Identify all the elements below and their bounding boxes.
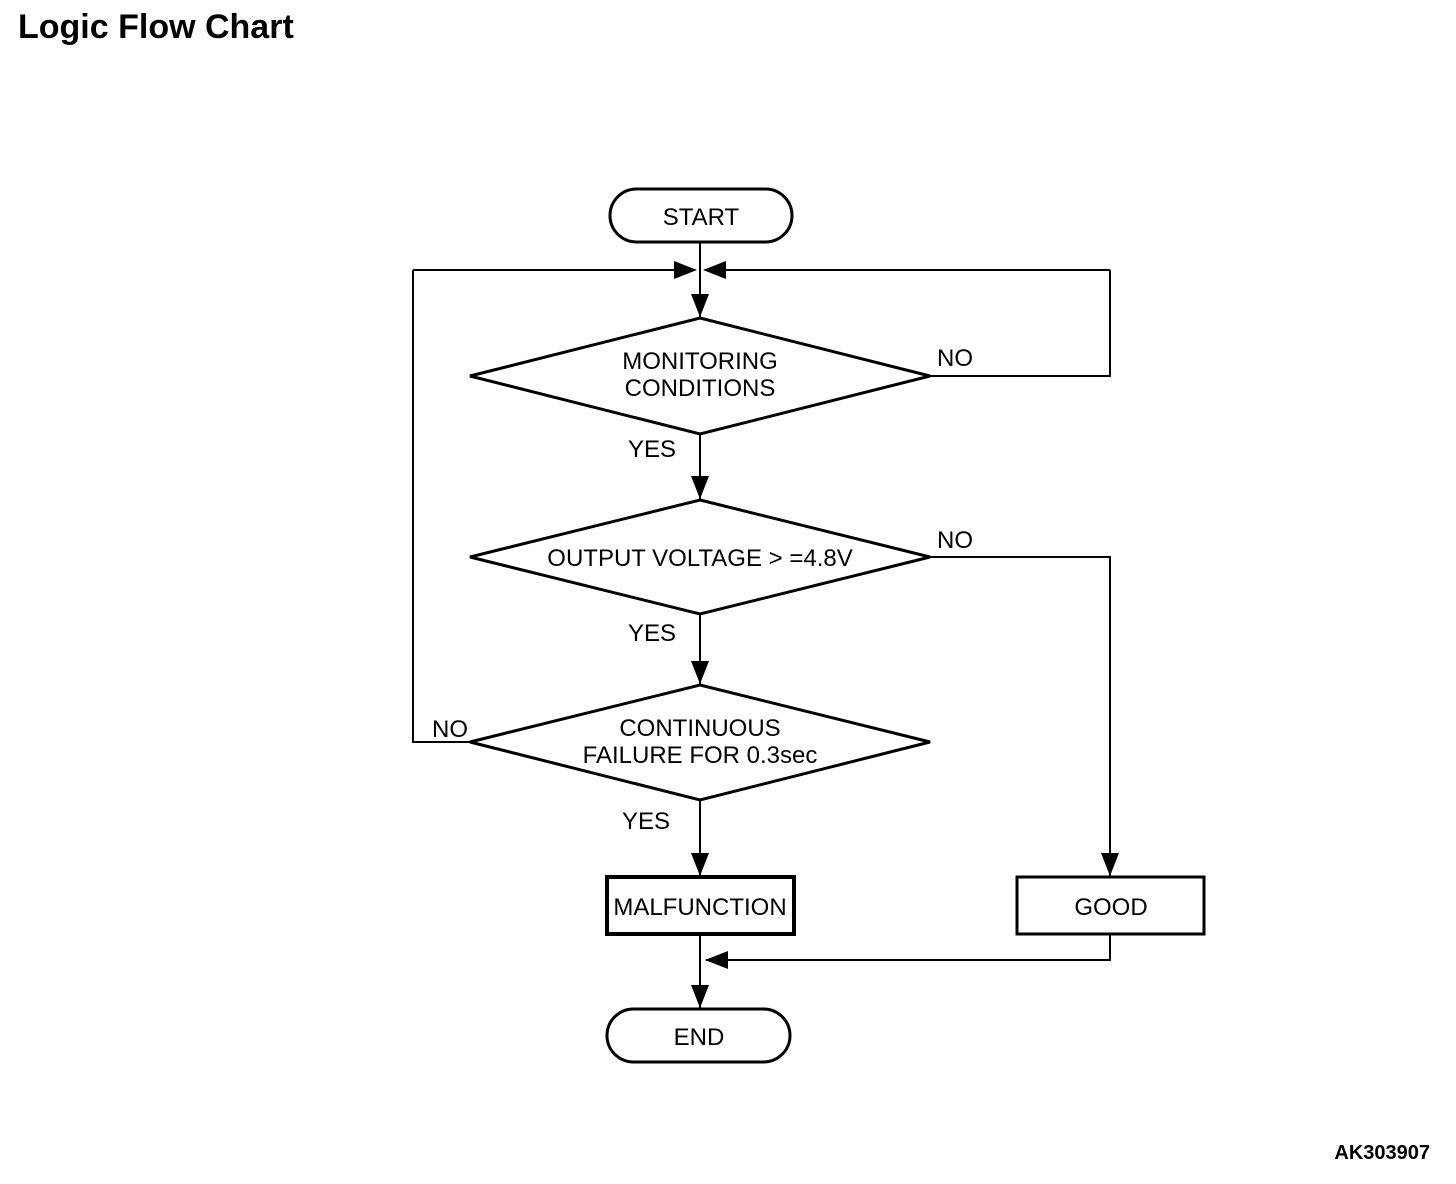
merge-arrow-left-icon bbox=[705, 951, 728, 969]
arrow-into-good-icon bbox=[1101, 853, 1119, 876]
start-node bbox=[608, 187, 794, 244]
decision3-no-label: NO bbox=[432, 716, 468, 743]
arrow-into-decision3-icon bbox=[691, 661, 709, 684]
arrow-into-decision1-icon bbox=[691, 294, 709, 317]
decision3-label-line2: FAILURE FOR 0.3sec bbox=[583, 742, 818, 769]
decision1-label-line2: CONDITIONS bbox=[625, 375, 776, 402]
decision2-no-label: NO bbox=[937, 527, 973, 554]
arrow-into-malfunction-icon bbox=[691, 853, 709, 876]
connector-decision1-no-loop bbox=[930, 270, 1111, 377]
connector-good-to-merge bbox=[706, 934, 1111, 961]
arrow-into-end-icon bbox=[691, 985, 709, 1008]
decision3-yes-label: YES bbox=[622, 808, 670, 835]
decision2-label: OUTPUT VOLTAGE > =4.8V bbox=[547, 545, 852, 572]
decision2-output-voltage bbox=[469, 498, 931, 616]
junction-arrow-left-icon bbox=[703, 261, 726, 279]
junction-arrow-right-icon bbox=[674, 261, 697, 279]
good-label: GOOD bbox=[1074, 894, 1147, 921]
decision3-continuous-failure bbox=[469, 683, 931, 802]
decision2-yes-label: YES bbox=[628, 620, 676, 647]
malfunction-label: MALFUNCTION bbox=[613, 894, 786, 921]
decision1-no-label: NO bbox=[937, 345, 973, 372]
malfunction-node bbox=[605, 875, 796, 936]
end-label: END bbox=[674, 1024, 725, 1051]
connector-decision3-no-loop bbox=[412, 270, 470, 743]
connector-decision2-no-branch bbox=[930, 556, 1111, 876]
good-node bbox=[1015, 875, 1206, 936]
arrow-into-decision2-icon bbox=[691, 476, 709, 499]
figure-id: AK303907 bbox=[1334, 1142, 1430, 1164]
decision3-label-line1: CONTINUOUS bbox=[619, 715, 780, 742]
page-title: Logic Flow Chart bbox=[18, 8, 294, 46]
end-node bbox=[605, 1007, 792, 1064]
start-label: START bbox=[663, 204, 740, 231]
decision1-label-line1: MONITORING bbox=[622, 348, 778, 375]
decision1-yes-label: YES bbox=[628, 436, 676, 463]
decision1-monitoring-conditions bbox=[469, 316, 931, 436]
